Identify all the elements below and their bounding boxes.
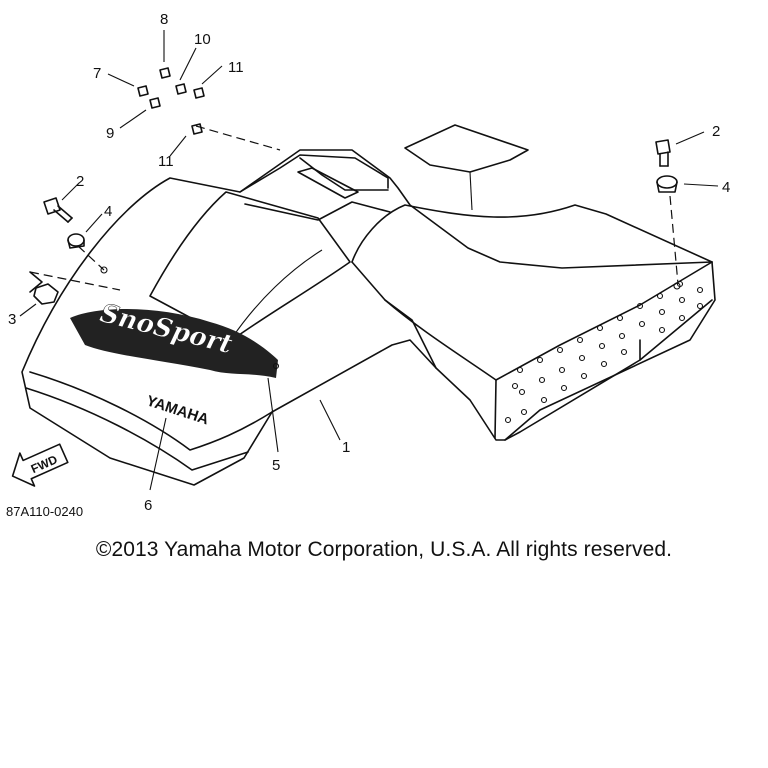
leader-lines	[19, 30, 719, 491]
fwd-arrow: FWD	[11, 443, 69, 487]
drawing-code: 87A110-0240	[6, 504, 83, 519]
footrest-holes	[504, 280, 704, 424]
callout-2-right: 2	[712, 123, 720, 140]
callout-1: 1	[342, 439, 350, 456]
screw-left	[43, 197, 73, 223]
callout-4-right: 4	[722, 179, 730, 196]
callout-4-left: 4	[104, 203, 112, 220]
callout-6: 6	[144, 497, 152, 514]
snosport-decal: SnoSport	[70, 298, 278, 378]
callout-3: 3	[8, 311, 16, 328]
callout-11-bottom: 11	[158, 153, 174, 170]
callout-8: 8	[160, 11, 168, 28]
grommet-right	[656, 175, 678, 193]
callout-2-left: 2	[76, 173, 84, 190]
callout-5: 5	[272, 457, 280, 474]
callout-7: 7	[93, 65, 101, 82]
clip-left	[33, 283, 59, 305]
small-clips-top	[137, 67, 205, 135]
callout-9: 9	[106, 125, 114, 142]
screw-right	[655, 139, 671, 167]
grommet-left	[67, 233, 85, 249]
copyright-notice: ©2013 Yamaha Motor Corporation, U.S.A. A…	[95, 538, 673, 561]
callout-11-top: 11	[228, 59, 244, 76]
callout-10: 10	[194, 31, 211, 48]
parts-diagram: SnoSport YAMAHA	[6, 11, 730, 519]
